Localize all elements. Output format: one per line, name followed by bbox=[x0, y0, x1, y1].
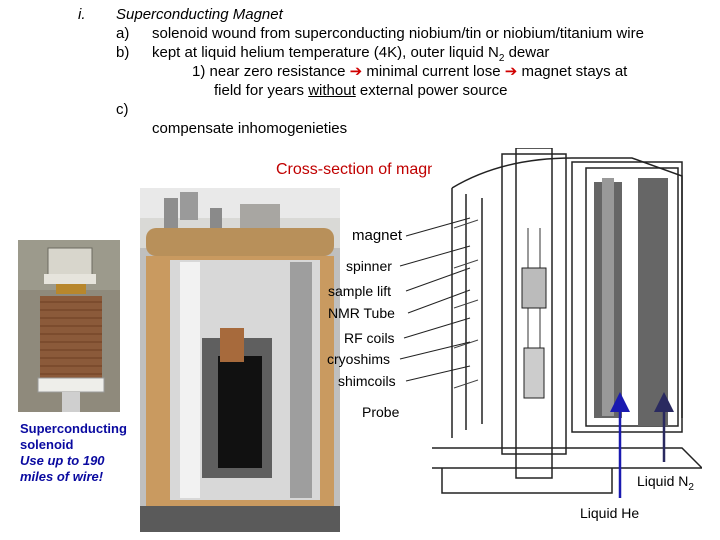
item-b1-line2-before: field for years bbox=[214, 82, 309, 99]
item-b1-line2-after: external power source bbox=[355, 82, 508, 99]
label-sample-lift: sample lift bbox=[328, 283, 392, 299]
list-marker-c: c) bbox=[116, 101, 129, 118]
caption-line4: miles of wire! bbox=[20, 469, 104, 484]
label-liquid-n2: Liquid N2 bbox=[637, 473, 694, 496]
item-b1-line2: field for years without external power s… bbox=[214, 82, 508, 100]
item-b1-part2: minimal current lose bbox=[362, 63, 505, 80]
arrow-right-icon: ➔ bbox=[349, 63, 363, 80]
figure-title: Cross-section of magnet bbox=[276, 161, 450, 178]
leader-line-sample-lift bbox=[405, 267, 471, 292]
leader-line-nmr-tube bbox=[407, 289, 471, 314]
caption-line3: Use up to 190 bbox=[20, 453, 105, 468]
label-liquid-n2-sub: 2 bbox=[688, 481, 694, 493]
label-probe: Probe bbox=[362, 404, 400, 420]
magnet-photo bbox=[140, 188, 340, 532]
label-shimcoils: shimcoils bbox=[338, 373, 396, 389]
leader-line-cryoshims bbox=[399, 341, 471, 360]
leader-line-rf-coils bbox=[403, 317, 471, 339]
item-c-text: compensate inhomogenieties bbox=[152, 120, 348, 137]
item-b-text-end: dewar bbox=[504, 44, 550, 61]
item-b1-part3: magnet stays at bbox=[517, 63, 628, 80]
item-a-text: solenoid wound from superconducting niob… bbox=[152, 25, 644, 42]
item-b-text-main: kept at liquid helium temperature (4K), … bbox=[152, 44, 499, 61]
label-rf-coils: RF coils bbox=[344, 330, 395, 346]
heading-superconducting-magnet: Superconducting Magnet bbox=[116, 6, 283, 23]
list-marker-i: i. bbox=[78, 6, 86, 23]
item-b-text: kept at liquid helium temperature (4K), … bbox=[152, 44, 549, 68]
cross-section-diagram bbox=[432, 148, 702, 498]
item-b1-underlined: without bbox=[308, 82, 356, 99]
label-liquid-he: Liquid He bbox=[580, 505, 640, 521]
leader-line-magnet bbox=[405, 217, 471, 237]
item-b1-part1: 1) near zero resistance bbox=[192, 63, 350, 80]
caption-line2: solenoid bbox=[20, 437, 74, 452]
leader-line-shimcoils bbox=[405, 365, 471, 382]
leader-line-spinner bbox=[399, 245, 471, 267]
list-marker-b: b) bbox=[116, 44, 130, 61]
item-b1-line1: 1) near zero resistance ➔ minimal curren… bbox=[192, 63, 627, 81]
label-cryoshims: cryoshims bbox=[327, 351, 391, 367]
label-magnet: magnet bbox=[352, 227, 403, 244]
label-nmr-tube: NMR Tube bbox=[328, 305, 395, 321]
caption-line1: Superconducting bbox=[20, 421, 127, 436]
item-b-subscript: 2 bbox=[498, 53, 505, 64]
label-spinner: spinner bbox=[346, 258, 392, 274]
label-liquid-n2-text: Liquid N bbox=[637, 473, 689, 489]
list-marker-a: a) bbox=[116, 25, 130, 42]
arrow-right-icon: ➔ bbox=[504, 63, 518, 80]
solenoid-photo bbox=[18, 240, 120, 412]
